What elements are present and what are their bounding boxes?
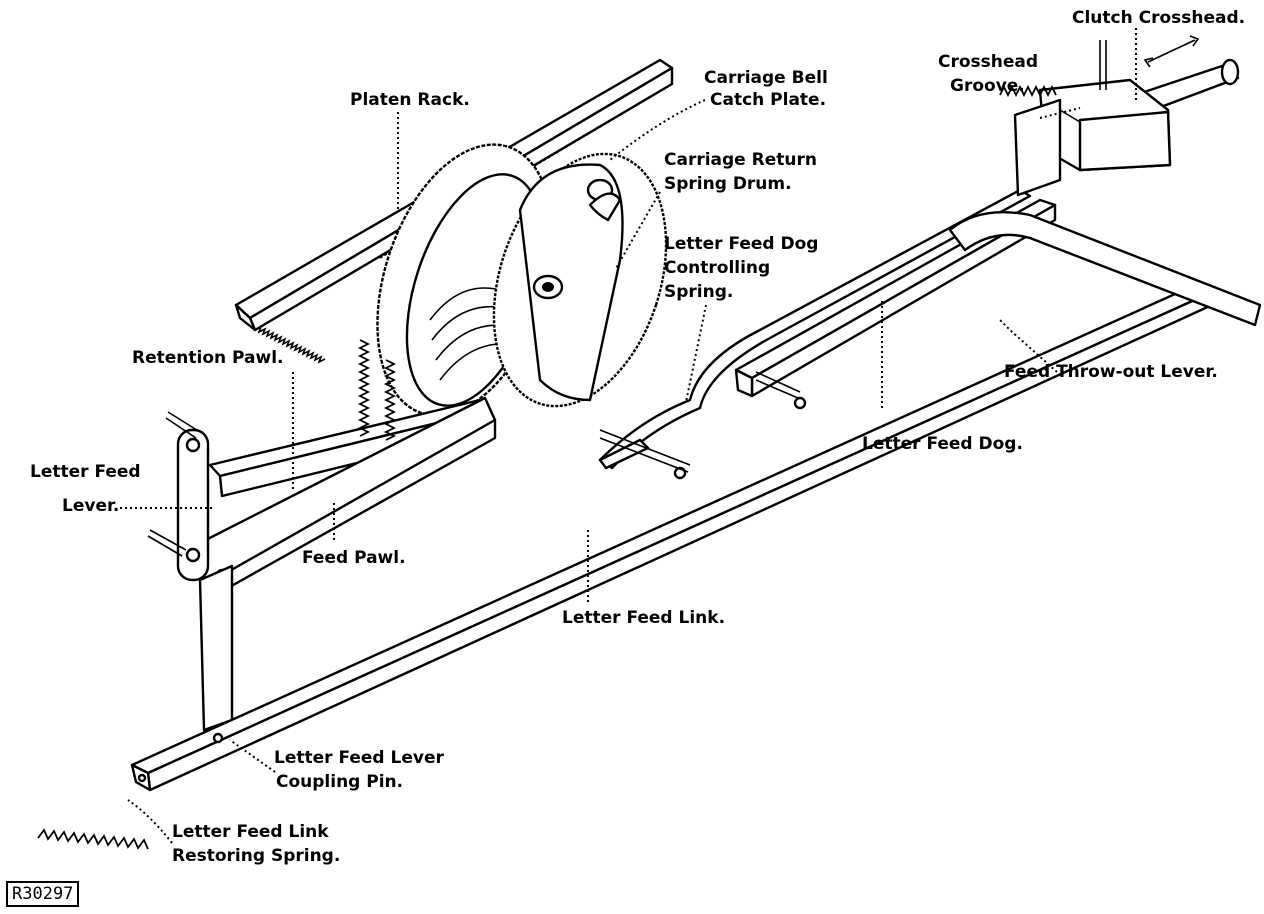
label-crosshead-groove-1: Crosshead <box>938 52 1039 72</box>
clutch-crosshead <box>999 35 1240 197</box>
label-platen-rack: Platen Rack. <box>350 90 470 110</box>
label-carriage-bell-2: Catch Plate. <box>710 90 827 110</box>
label-crosshead-groove-2: Groove. <box>950 76 1025 96</box>
label-coupling-pin-2: Coupling Pin. <box>276 772 404 792</box>
label-carriage-bell-1: Carriage Bell <box>704 68 828 88</box>
label-carriage-return-2: Spring Drum. <box>664 174 792 194</box>
label-retention-pawl: Retention Pawl. <box>132 348 284 368</box>
restoring-spring <box>37 828 149 850</box>
label-clutch-crosshead: Clutch Crosshead. <box>1072 8 1246 28</box>
carriage-return-spring-drum <box>492 152 668 408</box>
label-letter-feed-dog: Letter Feed Dog. <box>862 434 1023 454</box>
label-coupling-pin-1: Letter Feed Lever <box>274 748 444 768</box>
label-dog-spring-1: Letter Feed Dog <box>664 234 819 254</box>
feed-throwout-lever <box>948 210 1262 327</box>
label-restoring-spring-1: Letter Feed Link <box>172 822 329 842</box>
leader-lines <box>120 28 1137 844</box>
label-letter-feed-lever-2: Lever. <box>62 496 120 516</box>
label-feed-pawl: Feed Pawl. <box>302 548 406 568</box>
label-dog-spring-3: Spring. <box>664 282 734 302</box>
label-letter-feed-lever-1: Letter Feed <box>30 462 141 482</box>
label-restoring-spring-2: Restoring Spring. <box>172 846 341 866</box>
reference-number: R30297 <box>6 881 80 907</box>
pawl-assembly <box>147 339 497 732</box>
label-letter-feed-link: Letter Feed Link. <box>562 608 726 628</box>
label-carriage-return-1: Carriage Return <box>664 150 817 170</box>
label-feed-throwout-lever: Feed Throw-out Lever. <box>1004 362 1218 382</box>
label-dog-spring-2: Controlling <box>664 258 771 278</box>
